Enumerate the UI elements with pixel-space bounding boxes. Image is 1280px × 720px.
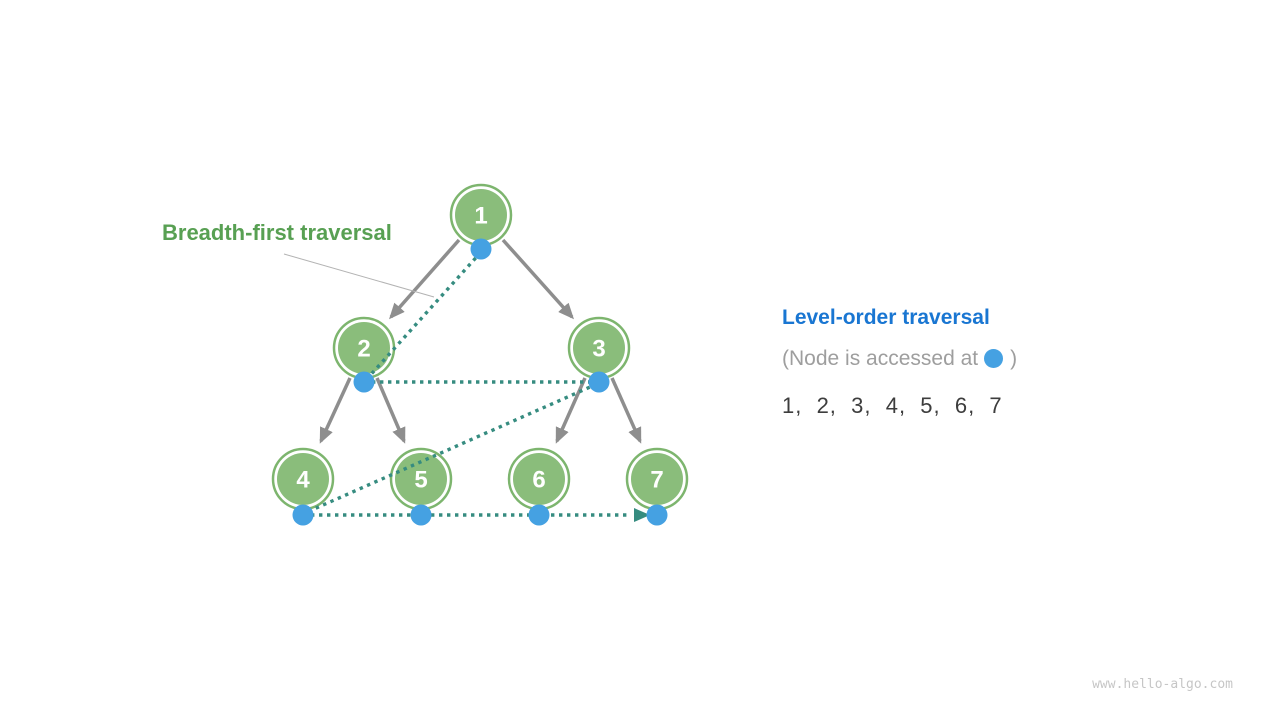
node-circle bbox=[573, 322, 625, 374]
traversal-sequence: 1, 2, 3, 4, 5, 6, 7 bbox=[782, 393, 1003, 418]
access-dot-node-2 bbox=[353, 371, 375, 393]
edge-3-6 bbox=[555, 377, 587, 444]
tree-node-2: 2 bbox=[332, 316, 396, 380]
node-circle bbox=[513, 453, 565, 505]
tree-node-5: 5 bbox=[389, 447, 453, 511]
edge-2-5 bbox=[375, 377, 406, 444]
watermark: www.hello-algo.com bbox=[1092, 677, 1233, 692]
traversal-path bbox=[303, 250, 650, 522]
access-dot-node-6 bbox=[528, 504, 550, 526]
edge-1-2 bbox=[389, 238, 461, 320]
access-dot-node-5 bbox=[410, 504, 432, 526]
traversal-arrowhead bbox=[634, 508, 650, 522]
node-label: 7 bbox=[650, 467, 663, 494]
access-dot-node-1 bbox=[470, 238, 492, 260]
legend-note-prefix: (Node is accessed at bbox=[782, 347, 979, 370]
access-dots bbox=[292, 238, 668, 526]
legend-note: (Node is accessed at) bbox=[782, 347, 1017, 371]
access-dot-legend-icon bbox=[984, 349, 1004, 368]
node-circle bbox=[277, 453, 329, 505]
tree-node-1: 1 bbox=[449, 183, 513, 247]
node-circle bbox=[455, 189, 507, 241]
node-circle bbox=[631, 453, 683, 505]
node-label: 4 bbox=[296, 467, 310, 494]
access-dot-node-3 bbox=[588, 371, 610, 393]
annotation-pointer-line bbox=[283, 253, 435, 298]
node-label: 3 bbox=[592, 336, 605, 363]
legend-note-suffix: ) bbox=[1010, 347, 1018, 370]
node-circle bbox=[338, 322, 390, 374]
access-dot-node-4 bbox=[292, 504, 314, 526]
node-label: 1 bbox=[474, 203, 487, 230]
tree-edges bbox=[319, 238, 642, 444]
tree-node-4: 4 bbox=[271, 447, 335, 511]
node-label: 5 bbox=[414, 467, 427, 494]
tree-node-6: 6 bbox=[507, 447, 571, 511]
tree-nodes: 1 2 3 4 5 bbox=[271, 183, 689, 511]
breadth-first-traversal-label: Breadth-first traversal bbox=[162, 220, 392, 245]
traversal-segment-1-2 bbox=[364, 250, 483, 382]
legend-block: Level-order traversal (Node is accessed … bbox=[782, 306, 1017, 419]
node-circle bbox=[395, 453, 447, 505]
edge-3-7 bbox=[610, 377, 642, 444]
tree-node-3: 3 bbox=[567, 316, 631, 380]
access-dot-node-7 bbox=[646, 504, 668, 526]
level-order-heading: Level-order traversal bbox=[782, 306, 990, 329]
tree-node-7: 7 bbox=[625, 447, 689, 511]
traversal-segment-3-4 bbox=[304, 382, 598, 515]
edge-1-3 bbox=[501, 238, 575, 320]
edge-2-4 bbox=[319, 377, 352, 444]
node-label: 6 bbox=[532, 467, 545, 494]
node-label: 2 bbox=[357, 336, 370, 363]
